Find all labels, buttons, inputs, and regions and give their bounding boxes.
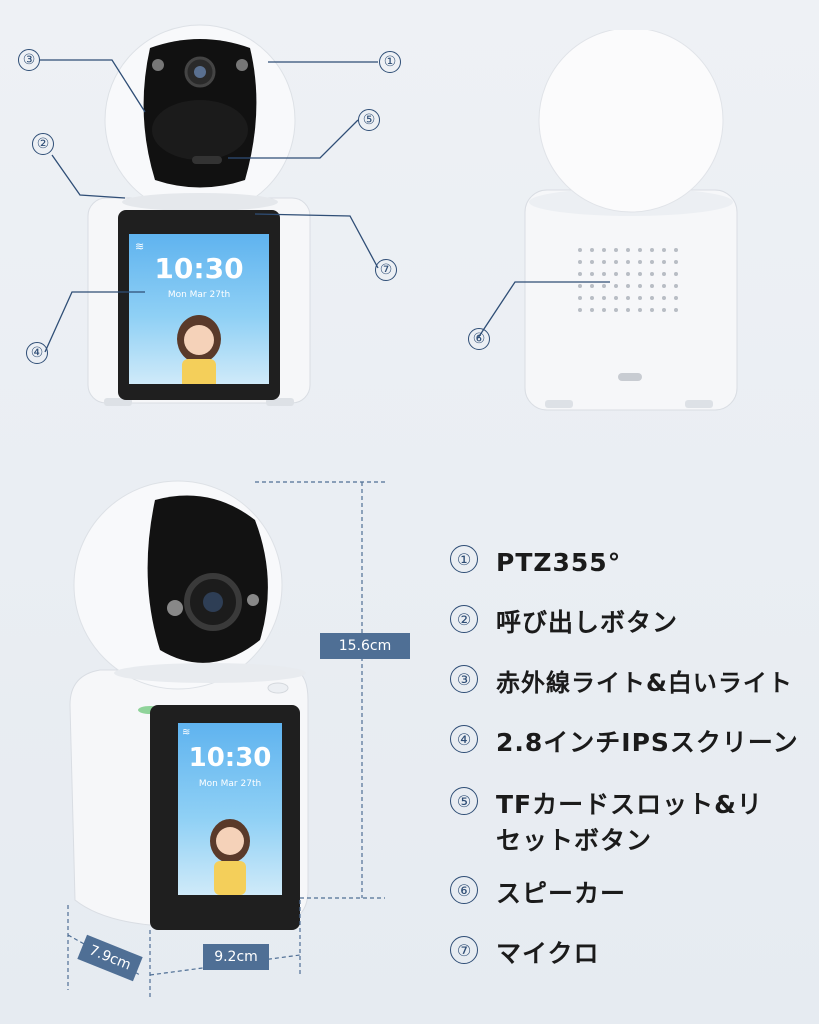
back-camera-illustration (524, 27, 738, 411)
girl-illustration-2 (210, 819, 250, 895)
legend-label: TFカードスロット&リ (496, 790, 763, 819)
callout-2: ② (32, 133, 54, 155)
legend-item-3: ③ 赤外線ライト&白いライト (450, 665, 793, 701)
legend-number: ③ (450, 665, 478, 693)
speaker-grille (578, 248, 678, 312)
legend-number: ② (450, 605, 478, 633)
legend-number: ④ (450, 725, 478, 753)
callout-6: ⑥ (468, 328, 490, 350)
dimension-clock: 10:30 (188, 743, 272, 773)
front-camera-view: ≋ 10:30 Mon Mar 27th (80, 20, 320, 410)
callout-1: ① (379, 51, 401, 73)
legend-item-7: ⑦ マイクロ (450, 936, 600, 972)
legend-label-line2: セットボタン (496, 826, 653, 855)
legend-label: 赤外線ライト&白いライト (496, 669, 793, 697)
legend-label: スピーカー (496, 879, 627, 908)
front-date: Mon Mar 27th (167, 290, 231, 300)
legend-number: ⑤ (450, 787, 478, 815)
front-clock: 10:30 (154, 252, 244, 285)
width-label: 9.2cm (203, 944, 269, 970)
legend-item-5: ⑤ TFカードスロット&リ セットボタン (450, 787, 763, 859)
callout-3: ③ (18, 49, 40, 71)
legend-label: マイクロ (496, 939, 600, 968)
height-label: 15.6cm (320, 633, 410, 659)
back-camera-view (520, 27, 740, 415)
wifi-icon: ≋ (135, 240, 145, 253)
legend-item-6: ⑥ スピーカー (450, 876, 626, 912)
legend-label: PTZ355° (496, 548, 622, 577)
front-screen-bezel: ≋ 10:30 Mon Mar 27th (118, 210, 280, 400)
girl-illustration (177, 315, 221, 384)
callout-5: ⑤ (358, 109, 380, 131)
legend-item-4: ④ 2.8インチIPSスクリーン (450, 725, 799, 761)
callout-7: ⑦ (375, 259, 397, 281)
callout-4: ④ (26, 342, 48, 364)
legend-item-1: ① PTZ355° (450, 545, 621, 581)
legend-number: ⑥ (450, 876, 478, 904)
legend-label: 呼び出しボタン (496, 608, 679, 637)
legend-label: 2.8インチIPSスクリーン (496, 728, 799, 757)
wifi-icon-2: ≋ (182, 727, 191, 738)
dimension-screen-bezel: ≋ 10:30 Mon Mar 27th (150, 705, 300, 930)
usb-port (618, 373, 642, 381)
legend-number: ⑦ (450, 936, 478, 964)
dimension-camera-view: ≋ 10:30 Mon Mar 27th (60, 470, 320, 940)
dimension-display: ≋ 10:30 Mon Mar 27th (178, 723, 282, 895)
legend-item-2: ② 呼び出しボタン (450, 605, 678, 641)
legend-number: ① (450, 545, 478, 573)
dimension-date: Mon Mar 27th (198, 779, 262, 789)
legend-label-multiline: TFカードスロット&リ セットボタン (496, 787, 763, 859)
front-display: ≋ 10:30 Mon Mar 27th (129, 234, 269, 384)
